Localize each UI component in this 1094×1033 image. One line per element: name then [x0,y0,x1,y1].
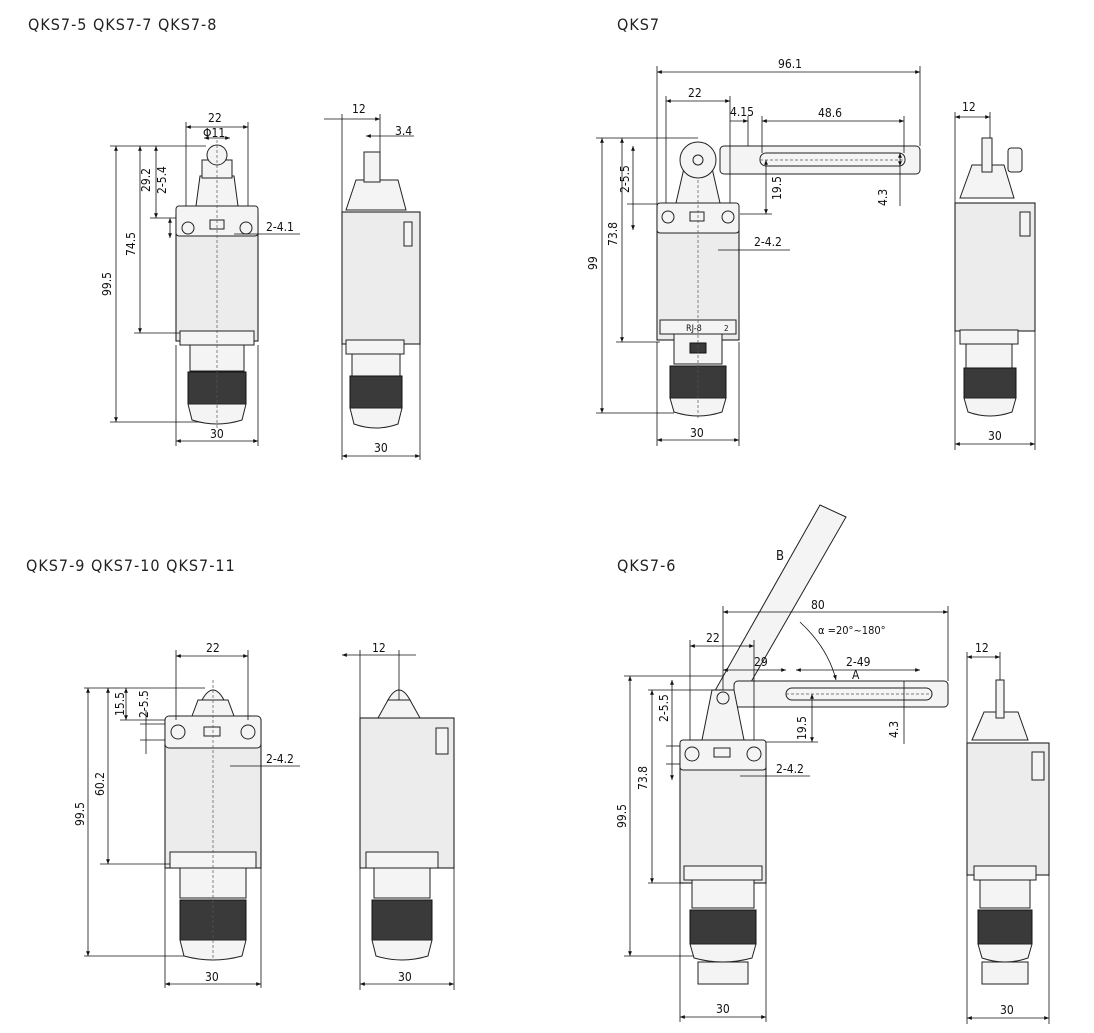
dimension-label: 3.4 [395,124,412,138]
panel-qks7-6: QKS7-6 B α =20°~180° A 80 [615,504,1050,1024]
dimension-label: 22 [206,641,220,655]
dimension-label: 74.5 [124,232,138,256]
dimension-label: 2-5.5 [618,165,632,193]
dimension-label: 22 [688,86,702,100]
front-view-dimensions: 96.1 22 4.15 48.6 2-5.5 19.5 4.3 73.8 99 [586,57,921,446]
dimension-label: 22 [208,111,222,125]
dimension-label: 4.3 [876,189,890,206]
dimension-label: 2-5.4 [155,166,169,194]
side-view-drawing [341,151,421,429]
dimension-label: 2 [724,324,729,333]
dimension-label: 30 [1000,1003,1014,1017]
side-view-dimensions: 12 3.4 30 [324,102,421,460]
dimension-label: 96.1 [778,57,802,71]
dimension-label: 4.15 [730,105,754,119]
side-view-drawing [966,679,1050,985]
dimension-label: 22 [706,631,720,645]
dimension-label: 30 [716,1002,730,1016]
dimension-label: 4.3 [887,721,901,738]
dimension-label: 2-4.2 [754,235,782,249]
dimension-label: 12 [372,641,386,655]
dimension-label: 19.5 [795,716,809,740]
dimension-label: 30 [205,970,219,984]
side-view-dimensions: 12 30 [954,100,1036,450]
dimension-label: Φ11 [203,126,225,140]
front-view-drawing: B α =20°~180° A [679,504,949,985]
dimension-label: 2-5.5 [657,694,671,722]
dimension-label: 2-4.1 [266,220,294,234]
dimension-label: α =20°~180° [818,624,886,637]
dimension-label: 30 [690,426,704,440]
front-view-drawing [175,140,259,430]
front-view-dimensions: 22 15.5 2-5.5 60.2 99.5 2-4.2 30 [73,641,300,988]
dimension-label: 15.5 [113,692,127,716]
dimension-label: 2-5.5 [137,690,151,718]
dimension-label: 12 [352,102,366,116]
dimension-label: B [776,549,784,564]
dimension-label: 30 [398,970,412,984]
panel-qks7: QKS7 RJ-8 2 96.1 22 [586,15,1036,450]
dimension-label: 2-49 [846,655,871,669]
panel-title: QKS7 [617,15,660,34]
panel-qks7-5: QKS7-5 QKS7-7 QKS7-8 22 Φ11 29.2 [28,15,421,460]
dimension-label: 60.2 [93,772,107,796]
dimension-label: 12 [962,100,976,114]
dimension-label: 80 [811,598,825,612]
dimension-label: 99.5 [100,272,114,296]
dimension-label: 12 [975,641,989,655]
front-view-dimensions: 22 Φ11 29.2 2-5.4 74.5 99.5 30 2-4.1 [100,111,300,446]
panel-title: QKS7-9 QKS7-10 QKS7-11 [26,556,236,575]
dimension-label: 99.5 [73,802,87,826]
dimension-label: A [852,668,860,682]
dimension-label: 48.6 [818,106,842,120]
side-view-dimensions: 12 30 [342,641,455,990]
dimension-label: 2-4.2 [266,752,294,766]
dimension-label: 99 [586,256,600,270]
dimension-label: 29.2 [139,168,153,192]
panel-qks7-9: QKS7-9 QKS7-10 QKS7-11 22 15.5 2-5.5 [26,556,455,990]
front-view-drawing [164,680,262,961]
dimension-label: 30 [374,441,388,455]
dimension-label: RJ-8 [686,324,702,334]
dimension-label: 2-4.2 [776,762,804,776]
dimension-label: 73.8 [636,766,650,790]
side-view-drawing [359,689,455,961]
front-view-dimensions: 80 22 29 2-49 2-5.5 19.5 4.3 73.8 99.5 2… [615,598,949,1022]
dimension-label: 30 [988,429,1002,443]
panel-title: QKS7-5 QKS7-7 QKS7-8 [28,15,217,34]
dimension-label: 99.5 [615,804,629,828]
dimension-label: 19.5 [770,176,784,200]
side-view-drawing [954,137,1036,417]
dimension-label: 29 [754,655,768,669]
front-view-drawing: RJ-8 2 [656,141,921,420]
panel-title: QKS7-6 [617,556,676,575]
dimension-label: 30 [210,427,224,441]
side-view-dimensions: 12 30 [966,641,1050,1024]
dimension-label: 73.8 [606,222,620,246]
